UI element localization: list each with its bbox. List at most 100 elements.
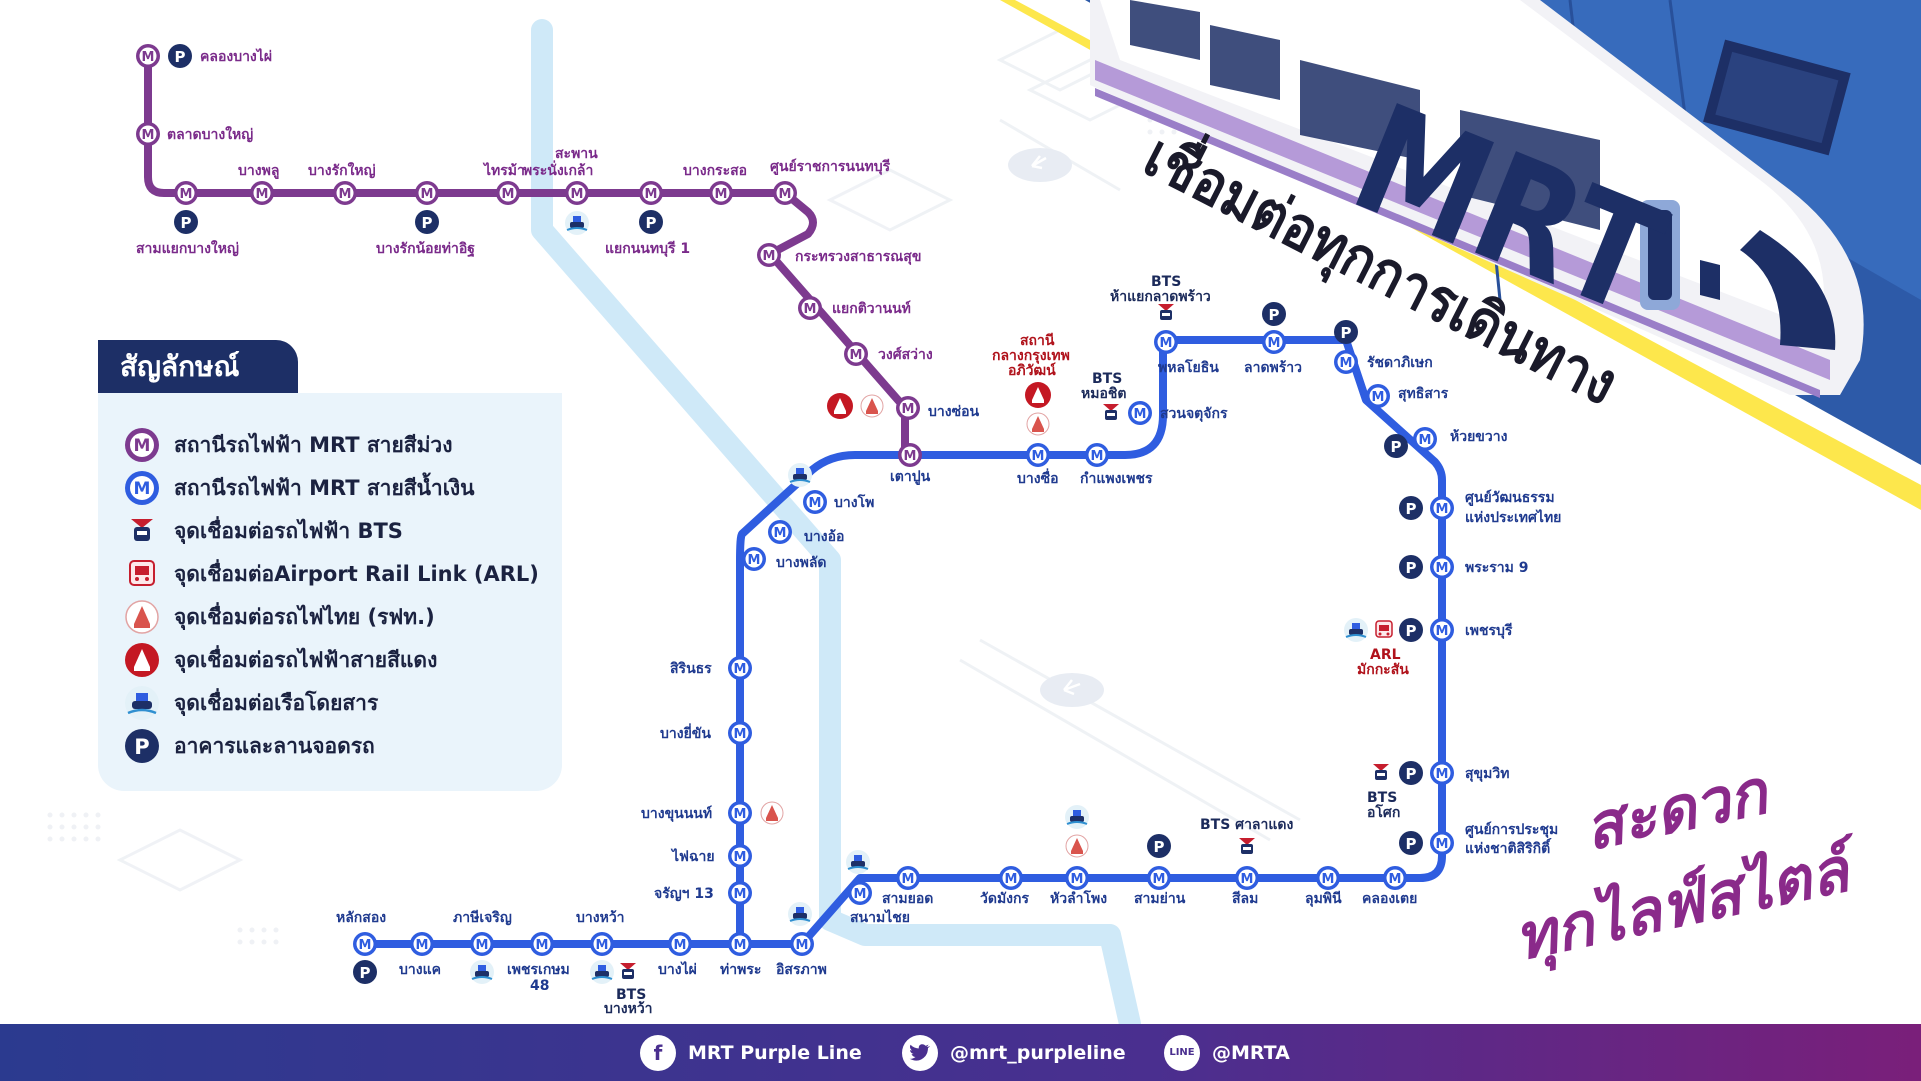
station-yaek-tiwanon[interactable]: [798, 296, 822, 320]
boat-icon: [124, 685, 160, 721]
station-huai-khwang[interactable]: [1413, 427, 1437, 451]
station-sirindhorn[interactable]: [728, 656, 752, 680]
station-rama-9[interactable]: [1430, 555, 1454, 579]
legend-item-purple-station: M สถานีรถไฟฟ้า MRT สายสีม่วง: [124, 427, 452, 463]
station-label: วัดมังกร: [980, 891, 1029, 907]
station-bang-phai[interactable]: [668, 932, 692, 956]
station-label: หัวลำโพง: [1050, 889, 1107, 907]
station-bang-rak-yai[interactable]: [333, 181, 357, 205]
connection-label: BTS: [1092, 371, 1122, 387]
station-silom[interactable]: [1235, 866, 1259, 890]
bts-icon: [1103, 404, 1119, 420]
station-bang-phlat[interactable]: [742, 547, 766, 571]
station-sukhumvit[interactable]: [1430, 761, 1454, 785]
station-bang-phlu[interactable]: [250, 181, 274, 205]
station-kamphaeng-phet[interactable]: [1085, 443, 1109, 467]
station-bang-khun-non[interactable]: [728, 801, 752, 825]
svg-text:M: M: [134, 479, 151, 499]
station-label: หลักสอง: [336, 910, 386, 926]
station-phetchaburi[interactable]: [1430, 618, 1454, 642]
station-label: ท่าพระ: [720, 962, 761, 978]
station-label: 48: [530, 978, 549, 994]
station-bang-wa[interactable]: [590, 932, 614, 956]
station-sutthisan[interactable]: [1366, 384, 1390, 408]
station-label: สนามไชย: [850, 908, 910, 926]
station-label: สามแยกบางใหญ่: [136, 239, 239, 257]
station-tao-poon[interactable]: [898, 443, 922, 467]
line-link[interactable]: LINE @MRTA: [1164, 1034, 1290, 1071]
station-ratchadaphisek[interactable]: [1334, 350, 1358, 374]
blue-line-track: [361, 336, 1446, 948]
station-qsncc[interactable]: [1430, 831, 1454, 855]
facebook-icon: f: [640, 1034, 676, 1071]
purple-line-stations: คลองบางไผ่ ตลาดบางใหญ่ สามแยกบางใหญ่ บาง…: [136, 44, 979, 485]
connection-label: หมอชิต: [1081, 386, 1126, 402]
station-bang-pho[interactable]: [803, 490, 827, 514]
station-bang-yi-khan[interactable]: [728, 721, 752, 745]
station-phra-nang-klao-bridge[interactable]: [565, 181, 589, 205]
station-ministry-of-public-health[interactable]: [757, 243, 781, 267]
legend-label: สถานีรถไฟฟ้า MRT สายสีน้ำเงิน: [174, 475, 475, 500]
line-handle: @MRTA: [1212, 1041, 1290, 1064]
station-yaek-nonthaburi-1[interactable]: [639, 181, 663, 205]
station-thailand-cultural-centre[interactable]: [1430, 496, 1454, 520]
footer-bar: f MRT Purple Line @mrt_purpleline LINE @…: [0, 1024, 1921, 1081]
legend-label: อาคารและลานจอดรถ: [174, 733, 375, 758]
station-label: สุทธิสาร: [1398, 386, 1449, 402]
station-khlong-bang-phai[interactable]: [136, 44, 160, 68]
facebook-link[interactable]: f MRT Purple Line: [640, 1034, 862, 1071]
station-label: บางพลัด: [776, 555, 826, 571]
svg-text:M: M: [134, 436, 151, 456]
station-chatuchak-park[interactable]: [1128, 401, 1152, 425]
srt-icon: [760, 801, 784, 825]
station-itsaraphap[interactable]: [790, 932, 814, 956]
connection-label: สถานี: [1020, 333, 1055, 349]
blue-station-icon: M: [124, 470, 160, 506]
station-label: บางไผ่: [658, 960, 697, 978]
station-lak-song[interactable]: [353, 932, 377, 956]
parking-icon: [174, 210, 198, 234]
station-phetkasem-48[interactable]: [530, 932, 554, 956]
connection-label: BTS: [616, 987, 646, 1003]
station-nonthaburi-civic-center[interactable]: [773, 181, 797, 205]
station-sam-yaek-bang-yai[interactable]: [174, 181, 198, 205]
station-label: แยกนนทบุรี 1: [605, 241, 690, 257]
station-label: บางหว้า: [576, 910, 625, 926]
station-wong-sawang[interactable]: [844, 342, 868, 366]
station-phasi-charoen[interactable]: [470, 932, 494, 956]
station-bang-khae[interactable]: [410, 932, 434, 956]
station-lat-phrao[interactable]: [1262, 330, 1286, 354]
station-bang-krasor[interactable]: [709, 181, 733, 205]
station-sam-yan[interactable]: [1147, 866, 1171, 890]
legend-item-srt: จุดเชื่อมต่อรถไฟไทย (รฟท.): [124, 599, 435, 635]
station-fai-chai[interactable]: [728, 844, 752, 868]
station-talad-bang-yai[interactable]: [136, 122, 160, 146]
station-wat-mangkon[interactable]: [999, 866, 1023, 890]
station-lumphini[interactable]: [1316, 866, 1340, 890]
connection-label: บางหว้า: [604, 1001, 653, 1017]
station-sanam-chai[interactable]: [848, 881, 872, 905]
station-sam-yot[interactable]: [896, 866, 920, 890]
srt-icon: [1065, 834, 1089, 858]
station-label: แห่งประเทศไทย: [1465, 508, 1561, 526]
twitter-handle: @mrt_purpleline: [950, 1041, 1126, 1064]
station-label: วงศ์สว่าง: [878, 346, 933, 363]
station-bang-o[interactable]: [768, 520, 792, 544]
station-label: บางอ้อ: [804, 529, 844, 545]
station-bang-son[interactable]: [896, 396, 920, 420]
station-sai-ma[interactable]: [496, 181, 520, 205]
station-bang-rak-noi-tha-it[interactable]: [415, 181, 439, 205]
legend-item-parking: P อาคารและลานจอดรถ: [124, 728, 375, 764]
station-label: สามย่าน: [1134, 891, 1186, 907]
station-label: กำแพงเพชร: [1080, 471, 1153, 487]
station-hua-lamphong[interactable]: [1065, 866, 1089, 890]
station-charan-13[interactable]: [728, 881, 752, 905]
connection-label: มักกะสัน: [1357, 662, 1409, 678]
station-khlong-toei[interactable]: [1383, 866, 1407, 890]
station-bang-sue[interactable]: [1026, 443, 1050, 467]
twitter-link[interactable]: @mrt_purpleline: [902, 1034, 1126, 1071]
legend-item-blue-station: M สถานีรถไฟฟ้า MRT สายสีน้ำเงิน: [124, 470, 475, 506]
red-line-icon: [124, 642, 160, 678]
station-tha-phra[interactable]: [728, 932, 752, 956]
station-phahon-yothin[interactable]: [1154, 330, 1178, 354]
